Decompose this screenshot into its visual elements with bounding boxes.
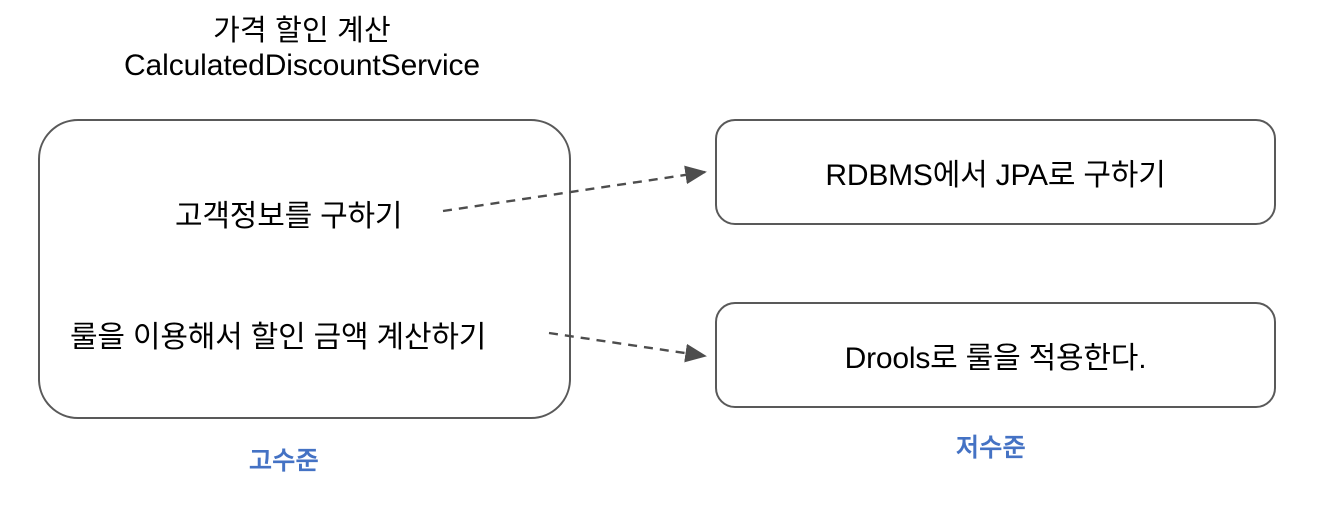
low-level-label-drools: Drools로 룰을 적용한다. xyxy=(844,342,1147,375)
low-level-box-drools[interactable]: Drools로 룰을 적용한다. xyxy=(715,302,1276,408)
low-level-box-jpa[interactable]: RDBMS에서 JPA로 구하기 xyxy=(715,119,1276,225)
operation-calculate-discount: 룰을 이용해서 할인 금액 계산하기 xyxy=(70,321,487,354)
connector-calculate-discount-to-drools xyxy=(548,331,707,363)
diagram-title: 가격 할인 계산 CalculatedDiscountService xyxy=(60,14,544,84)
operation-get-customer-info: 고객정보를 구하기 xyxy=(175,200,403,233)
low-level-label-jpa: RDBMS에서 JPA로 구하기 xyxy=(825,159,1166,192)
title-korean: 가격 할인 계산 xyxy=(213,15,391,47)
title-class-name: CalculatedDiscountService xyxy=(123,49,480,83)
caption-low-level: 저수준 xyxy=(956,434,1026,462)
caption-high-level: 고수준 xyxy=(249,447,319,475)
high-level-box[interactable] xyxy=(38,119,571,419)
